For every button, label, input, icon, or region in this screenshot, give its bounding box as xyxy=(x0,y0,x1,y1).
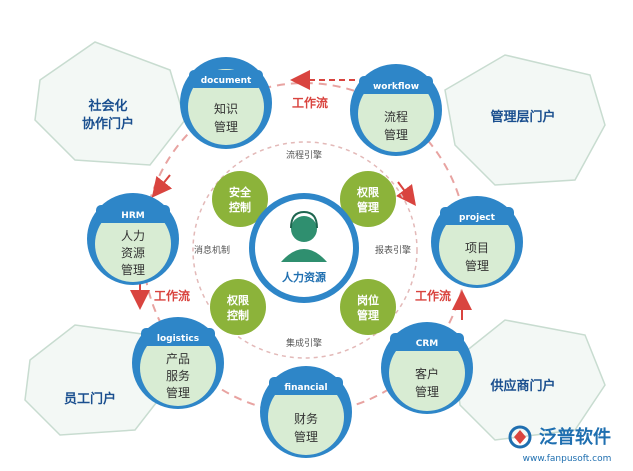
module-document-line1: 知识 xyxy=(214,102,238,116)
inner-node-permission-line1: 权限 xyxy=(356,185,379,199)
module-document-tag: document xyxy=(201,76,252,86)
module-workflow-tag: workflow xyxy=(373,82,419,92)
module-financial-line1: 财务 xyxy=(294,411,318,426)
brand-logo: 泛普软件 www.fanpusoft.com xyxy=(508,425,612,464)
module-logistics-line2: 服务 xyxy=(166,368,190,383)
module-project-line1: 项目 xyxy=(465,241,489,255)
inner-node-post: 岗位 管理 xyxy=(340,279,396,335)
center-label: 人力资源 xyxy=(282,270,326,284)
module-crm-tag: CRM xyxy=(416,339,439,349)
module-project: project 项目 管理 xyxy=(431,196,523,288)
flow-label-top: 工作流 xyxy=(292,95,328,110)
module-hrm: HRM 人力 资源 管理 xyxy=(87,193,179,285)
flow-label-left: 工作流 xyxy=(154,288,190,303)
module-hrm-line2: 资源 xyxy=(121,246,145,260)
center-hr: 人力资源 xyxy=(249,193,359,303)
module-hrm-tag: HRM xyxy=(121,211,144,221)
logo-url: www.fanpusoft.com xyxy=(523,454,612,464)
module-document-line2: 管理 xyxy=(214,119,238,134)
engine-integration: 集成引擎 xyxy=(286,337,322,349)
portal-management-line1: 管理层门户 xyxy=(490,109,555,125)
logo-mark-icon xyxy=(508,425,532,449)
module-crm-line2: 管理 xyxy=(415,384,439,399)
inner-node-auth-control: 权限 控制 xyxy=(210,279,266,335)
module-financial-line2: 管理 xyxy=(294,429,318,444)
portal-social-line2: 协作门户 xyxy=(82,116,134,132)
engine-report: 报表引擎 xyxy=(375,244,411,256)
module-hrm-line3: 管理 xyxy=(121,262,145,277)
module-logistics: logistics 产品 服务 管理 xyxy=(132,317,224,409)
portal-employee-line1: 员工门户 xyxy=(64,391,116,407)
inner-node-auth-control-line1: 权限 xyxy=(226,293,249,307)
module-document: document 知识 管理 xyxy=(180,57,272,149)
inner-node-permission: 权限 管理 xyxy=(340,171,396,227)
module-crm-line1: 客户 xyxy=(415,366,439,381)
inner-node-security: 安全 控制 xyxy=(212,171,268,227)
inner-node-auth-control-line2: 控制 xyxy=(227,308,249,322)
module-logistics-line3: 管理 xyxy=(166,385,190,400)
portal-social: 社会化 协作门户 xyxy=(34,41,186,166)
flow-arrow-upper-right xyxy=(396,181,416,206)
inner-node-post-line1: 岗位 xyxy=(357,293,379,307)
module-project-tag: project xyxy=(459,213,496,223)
module-crm: CRM 客户 管理 xyxy=(381,322,473,414)
module-hrm-line1: 人力 xyxy=(121,229,145,243)
person-icon xyxy=(281,210,327,262)
module-project-line2: 管理 xyxy=(465,258,489,273)
portal-social-line1: 社会化 xyxy=(87,98,127,114)
module-workflow: workflow 流程 管理 xyxy=(350,64,442,156)
flow-label-right: 工作流 xyxy=(415,288,451,303)
module-financial: financial 财务 管理 xyxy=(260,366,352,458)
inner-node-permission-line2: 管理 xyxy=(357,200,379,214)
portal-supplier-line1: 供应商门户 xyxy=(489,378,555,394)
inner-node-post-line2: 管理 xyxy=(357,308,379,322)
module-financial-tag: financial xyxy=(284,383,327,393)
portal-management: 管理层门户 xyxy=(444,54,606,186)
module-workflow-line1: 流程 xyxy=(384,109,408,124)
inner-node-security-line2: 控制 xyxy=(229,200,251,214)
inner-engine-ring xyxy=(192,141,418,359)
engine-message: 消息机制 xyxy=(194,244,230,256)
portal-supplier: 供应商门户 xyxy=(454,319,606,441)
module-logistics-line1: 产品 xyxy=(166,352,190,366)
logo-name: 泛普软件 xyxy=(539,426,611,448)
inner-node-security-line1: 安全 xyxy=(229,185,252,199)
module-workflow-line2: 管理 xyxy=(384,127,408,142)
flow-arrow-upper-left xyxy=(151,174,173,198)
module-logistics-tag: logistics xyxy=(157,334,199,344)
engine-process: 流程引擎 xyxy=(286,149,322,161)
